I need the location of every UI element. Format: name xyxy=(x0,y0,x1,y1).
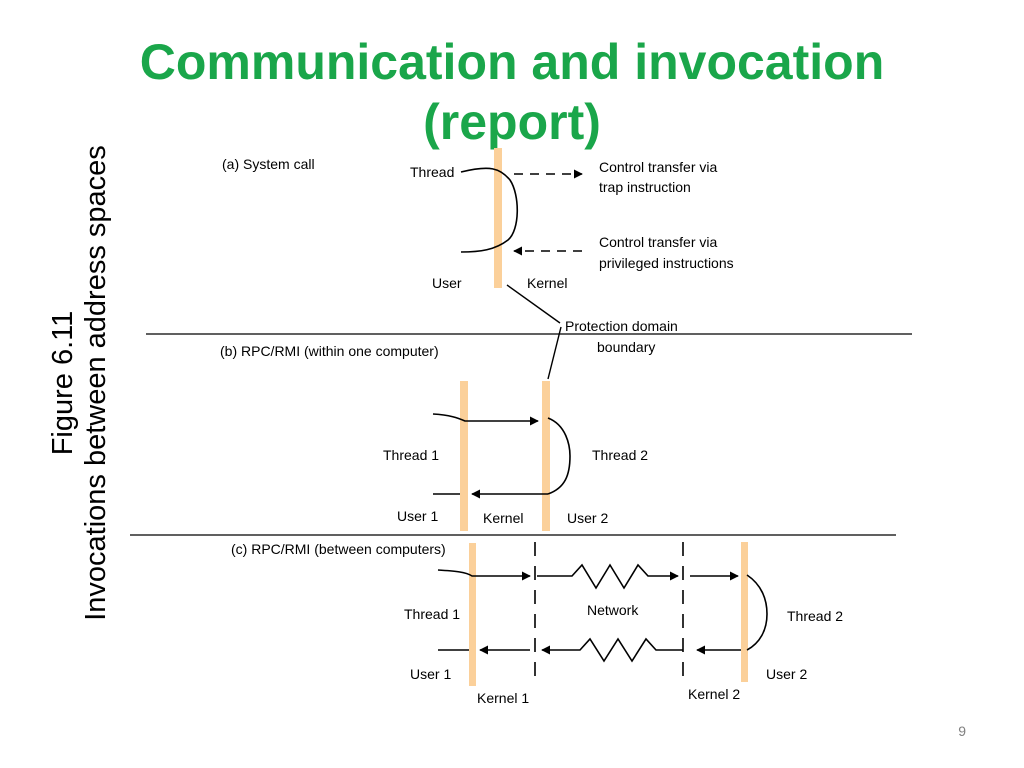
panel-b-user1-label: User 1 xyxy=(397,508,438,524)
panel-a-user-label: User xyxy=(432,275,462,291)
panel-c-thread2-label: Thread 2 xyxy=(787,608,843,624)
panel-c-user1-label: User 1 xyxy=(410,666,451,682)
panel-b-rpc-local: (b) RPC/RMI (within one computer) Thread… xyxy=(220,343,648,531)
slide-title: Communication and invocation (report) xyxy=(0,32,1024,152)
panel-c-kernel1-label: Kernel 1 xyxy=(477,690,529,706)
panel-b-domain-bar-1 xyxy=(460,381,468,531)
page-number: 9 xyxy=(958,723,966,739)
boundary-pointer-a xyxy=(506,284,561,324)
panel-a-trap-note-line2: trap instruction xyxy=(599,179,691,195)
panel-a-domain-bar xyxy=(494,148,502,288)
panel-c-domain-bar-2 xyxy=(741,542,748,682)
panel-b-domain-bar-2 xyxy=(542,381,550,531)
panel-c-domain-bar-1 xyxy=(469,543,476,686)
protection-domain-callout: Protection domain boundary xyxy=(506,284,678,380)
panel-b-user2-label: User 2 xyxy=(567,510,608,526)
slide-title-line1: Communication and invocation xyxy=(139,34,885,90)
panel-a-caption: (a) System call xyxy=(222,156,315,172)
panel-a-thread-label: Thread xyxy=(410,164,454,180)
boundary-pointer-b xyxy=(547,326,562,380)
panel-c-network-return xyxy=(541,637,683,663)
panel-a-priv-note-line2: privileged instructions xyxy=(599,255,734,271)
panel-c-kernel2-label: Kernel 2 xyxy=(688,686,740,702)
panel-a-thread-path xyxy=(460,167,519,253)
slide-title-line2: (report) xyxy=(423,94,601,150)
panel-c-network-forward xyxy=(537,563,679,590)
panel-a-kernel-label: Kernel xyxy=(527,275,567,291)
panel-b-kernel-label: Kernel xyxy=(483,510,523,526)
panel-b-thread2-path xyxy=(547,417,571,495)
panel-b-thread2-label: Thread 2 xyxy=(592,447,648,463)
panel-c-thread2-path xyxy=(746,574,768,651)
boundary-label-line1: Protection domain xyxy=(565,318,678,334)
panel-c-rpc-remote: (c) RPC/RMI (between computers) Thread 1… xyxy=(231,541,843,706)
panel-a-priv-note-line1: Control transfer via xyxy=(599,234,717,250)
boundary-label-line2: boundary xyxy=(597,339,655,355)
panel-c-network-label: Network xyxy=(587,602,639,618)
panel-c-user2-label: User 2 xyxy=(766,666,807,682)
panel-c-caption: (c) RPC/RMI (between computers) xyxy=(231,541,446,557)
panel-c-thread1-label: Thread 1 xyxy=(404,606,460,622)
panel-b-caption: (b) RPC/RMI (within one computer) xyxy=(220,343,439,359)
panel-b-thread1-label: Thread 1 xyxy=(383,447,439,463)
panel-a-trap-note-line1: Control transfer via xyxy=(599,159,717,175)
panel-c-call-arrow-1 xyxy=(437,569,531,581)
panel-b-call-arrow xyxy=(432,413,539,426)
panel-a-system-call: (a) System call Thread Control transfer … xyxy=(222,148,734,291)
